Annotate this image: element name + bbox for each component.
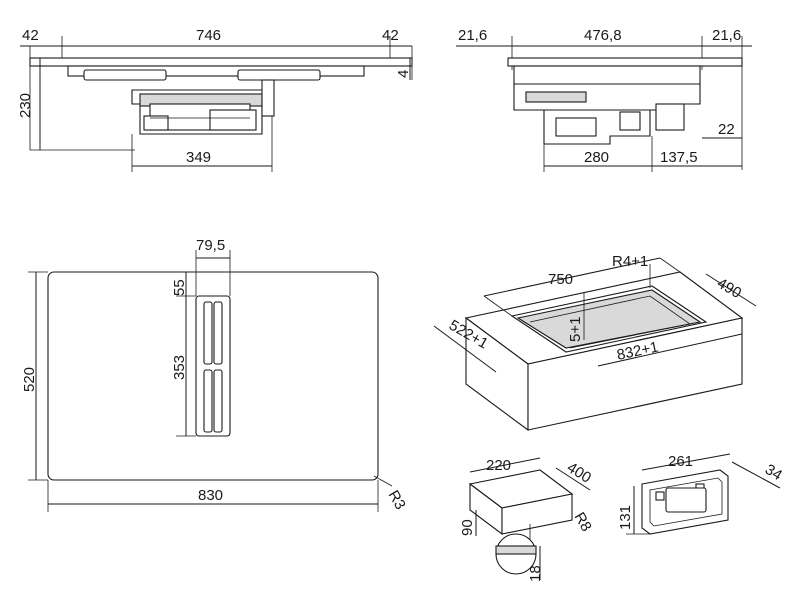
- front-height-label: 230: [17, 93, 34, 118]
- side-offset-label: 22: [718, 121, 735, 138]
- side-right-margin-label: 21,6: [712, 27, 741, 44]
- duct-detail-label: 18: [527, 565, 544, 582]
- side-depth-label: 476,8: [584, 27, 622, 44]
- flange-depth-label: 34: [762, 461, 785, 484]
- top-width-label: 830: [198, 487, 223, 504]
- top-depth-label: 520: [21, 367, 38, 392]
- duct-view: 220 400 90 R8 18: [459, 457, 595, 582]
- duct-height-label: 90: [459, 519, 476, 536]
- duct-radius-label: R8: [571, 510, 595, 535]
- front-width-label: 746: [196, 27, 221, 44]
- cutout-radius-label: R4+1: [612, 253, 648, 270]
- side-view: 21,6 476,8 21,6 22 280 137,5: [456, 27, 752, 172]
- cutout-step-label: 5+1: [567, 317, 584, 342]
- cutout-depth-label: 490: [714, 275, 744, 302]
- flange-width-label: 261: [668, 453, 693, 470]
- cutout-view: 750 R4+1 490 522+1 5+1 832+1: [433, 253, 757, 432]
- top-view: 79,5 55 353 520 830 R3: [21, 237, 409, 513]
- front-view: 42 746 42 230 4 349: [17, 27, 413, 172]
- side-motor-depth-label: 280: [584, 149, 609, 166]
- front-glass-label: 4: [395, 70, 412, 78]
- duct-length-label: 400: [564, 459, 594, 487]
- flange-height-label: 131: [617, 505, 634, 530]
- side-left-margin-label: 21,6: [458, 27, 487, 44]
- flange-view: 261 34 131: [617, 453, 785, 535]
- front-right-margin-label: 42: [382, 27, 399, 44]
- vent-width-label: 79,5: [196, 237, 225, 254]
- side-rear-label: 137,5: [660, 149, 698, 166]
- vent-length-label: 353: [171, 355, 188, 380]
- duct-width-label: 220: [486, 457, 511, 474]
- front-motor-width-label: 349: [186, 149, 211, 166]
- top-radius-label: R3: [385, 488, 409, 513]
- front-left-margin-label: 42: [22, 27, 39, 44]
- vent-top-label: 55: [171, 279, 188, 296]
- cutout-width-label: 750: [548, 271, 573, 288]
